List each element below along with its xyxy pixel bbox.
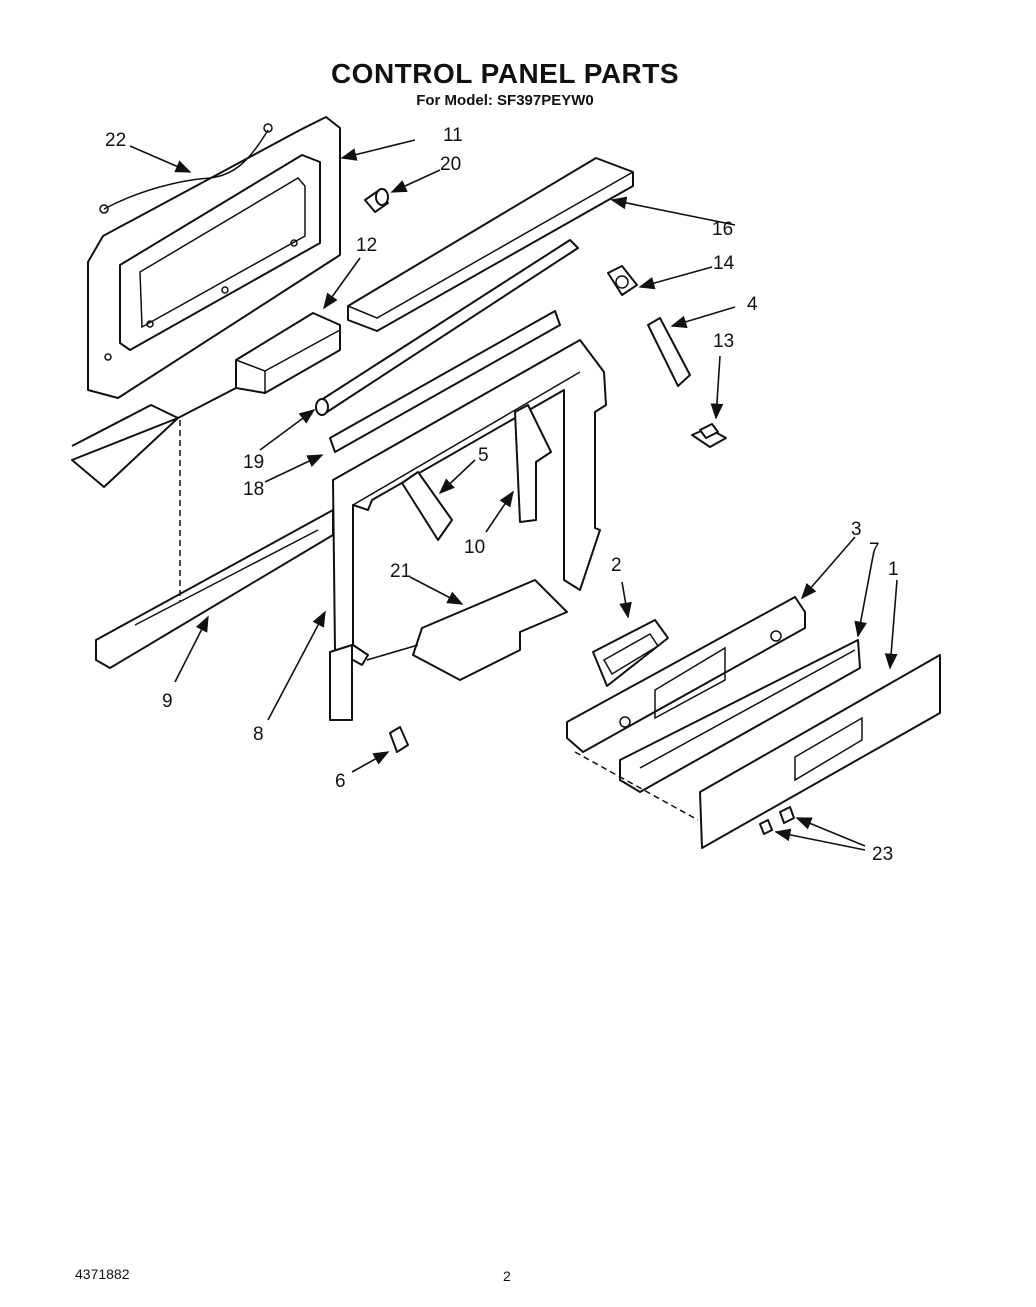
- part-18-strip: [329, 310, 561, 453]
- part-3-panel-backing: [566, 596, 806, 753]
- callout-7: 7: [869, 540, 880, 561]
- part-5-block: [401, 471, 453, 541]
- callout-20: 20: [440, 154, 461, 175]
- part-8-main-frame: [329, 339, 607, 721]
- part-20-bulb-socket: [364, 188, 389, 213]
- part-22-wire: [99, 123, 273, 214]
- callout-5: 5: [478, 445, 489, 466]
- part-1-front-panel: [699, 654, 941, 849]
- callout-21: 21: [390, 561, 411, 582]
- callout-4: 4: [747, 294, 758, 315]
- callout-3: 3: [851, 519, 862, 540]
- part-12-duct-cover: [71, 312, 341, 488]
- callout-18: 18: [243, 479, 264, 500]
- callout-8: 8: [253, 724, 264, 745]
- part-4-end-cap: [647, 317, 691, 387]
- callout-2: 2: [611, 555, 622, 576]
- callout-10: 10: [464, 537, 485, 558]
- model-subtitle: For Model: SF397PEYW0: [416, 92, 594, 109]
- part-11-bracket: [87, 116, 341, 399]
- document-number: 4371882: [75, 1266, 130, 1282]
- callout-9: 9: [162, 691, 173, 712]
- part-16-top-trim: [347, 157, 634, 332]
- callout-14: 14: [713, 253, 735, 274]
- callout-16: 16: [712, 219, 733, 240]
- part-6-clip: [389, 726, 409, 753]
- page-number: 2: [503, 1268, 511, 1284]
- callout-6: 6: [335, 771, 346, 792]
- part-19-tube: [315, 239, 579, 416]
- callout-13: 13: [713, 331, 734, 352]
- part-2-electronic-control: [592, 619, 669, 687]
- callout-19: 19: [243, 452, 264, 473]
- part-10-vertical-bracket: [514, 404, 552, 523]
- callout-23: 23: [872, 844, 893, 865]
- part-9-vent-strip: [95, 509, 334, 669]
- callout-12: 12: [356, 235, 377, 256]
- callout-22: 22: [105, 130, 126, 151]
- part-21-shield: [412, 579, 568, 681]
- part-23-buttons: [759, 806, 795, 835]
- callout-11: 11: [443, 125, 463, 146]
- part-13-switch: [691, 423, 727, 448]
- callout-1: 1: [888, 559, 899, 580]
- leader-lines: [129, 139, 898, 851]
- part-14-grommet: [607, 265, 638, 296]
- page-title: CONTROL PANEL PARTS: [330, 58, 680, 89]
